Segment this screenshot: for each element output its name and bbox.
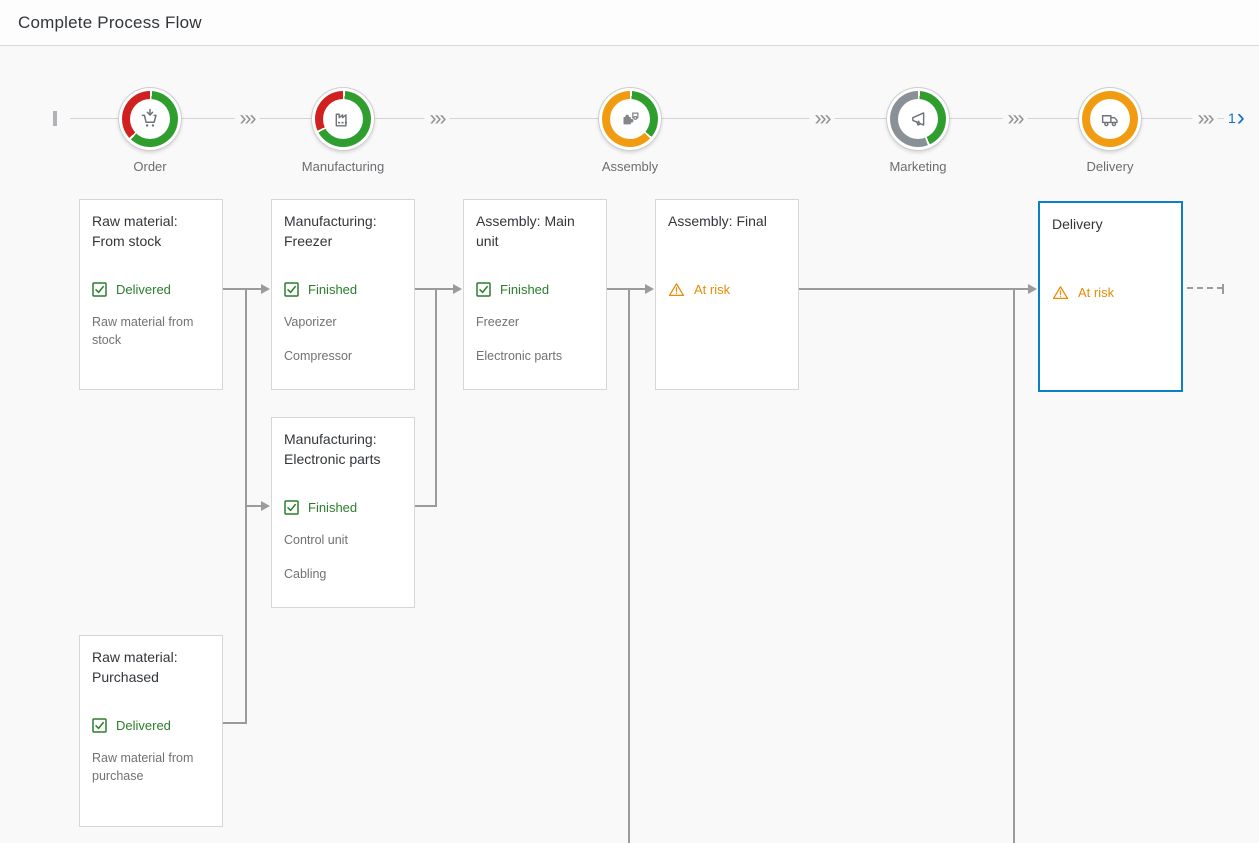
lane-separator-icon: ››› [424, 105, 450, 132]
node-texts: Raw material from purchase [92, 749, 212, 801]
node-texts: Vaporizer Compressor [284, 313, 404, 381]
factory-icon [335, 113, 348, 127]
lane-status-donut [312, 88, 374, 150]
connector-line [415, 505, 437, 507]
truck-icon [1101, 115, 1118, 127]
node-text: Electronic parts [476, 349, 563, 364]
node-text: Raw material from purchase [92, 751, 194, 784]
node-raw-material-purchased[interactable]: Raw material: Purchased Delivered Raw ma… [79, 635, 223, 827]
connector-line [246, 505, 262, 507]
node-status: Delivered [92, 718, 171, 733]
connector-line [415, 288, 454, 290]
lane-separator-icon: ››› [809, 105, 835, 132]
connector-arrow-icon [645, 284, 654, 294]
lane-label-order: Order [133, 159, 167, 174]
lane-separator-icon: ››› [1002, 105, 1028, 132]
connector-arrow-icon [261, 284, 270, 294]
node-manufacturing-electronic-parts[interactable]: Manufacturing: Electronic parts Finished… [271, 417, 415, 608]
node-text: Raw material from stock [92, 315, 194, 348]
lane-label-delivery: Delivery [1086, 159, 1134, 174]
cart-icon [141, 108, 157, 127]
lane-separator-icon: ››› [234, 105, 260, 132]
checkbox-checked-icon [284, 282, 299, 297]
node-title: Assembly: Main unit [476, 213, 575, 249]
page-title: Complete Process Flow [18, 12, 202, 32]
lane-label-manufacturing: Manufacturing [301, 159, 385, 174]
pager-count: 1 [1228, 110, 1236, 126]
lane-status-donut [119, 88, 181, 150]
node-delivery[interactable]: Delivery At risk [1038, 201, 1183, 392]
connector-dashed-line [1187, 287, 1223, 289]
status-label: Finished [308, 500, 358, 515]
node-text: Cabling [284, 567, 327, 582]
puzzle-icon [623, 112, 639, 125]
status-label: At risk [1078, 285, 1115, 300]
status-label: At risk [694, 282, 731, 297]
node-title: Manufacturing: Electronic parts [284, 431, 381, 467]
lane-status-donut [599, 88, 661, 150]
status-label: Finished [500, 282, 550, 297]
lane-header-order[interactable]: Order [80, 88, 220, 174]
node-title: Raw material: From stock [92, 213, 178, 249]
node-texts: Control unit Cabling [284, 531, 404, 599]
lane-status-donut [1079, 88, 1141, 150]
node-texts: Raw material from stock [92, 313, 212, 365]
connector-end-tick [1222, 284, 1224, 294]
lane-status-donut [887, 88, 949, 150]
node-text: Compressor [284, 349, 353, 364]
node-title: Assembly: Final [668, 213, 767, 229]
node-status: Finished [284, 500, 357, 515]
checkbox-checked-icon [284, 500, 299, 515]
node-raw-material-from-stock[interactable]: Raw material: From stock Delivered Raw m… [79, 199, 223, 390]
node-status: Finished [284, 282, 357, 297]
connector-line [1013, 288, 1015, 843]
node-status: Finished [476, 282, 549, 297]
connector-arrow-icon [1028, 284, 1037, 294]
node-text: Control unit [284, 533, 348, 547]
warning-icon [668, 283, 685, 297]
node-title: Raw material: Purchased [92, 649, 178, 685]
checkbox-checked-icon [92, 718, 107, 733]
connector-arrow-icon [261, 501, 270, 511]
node-status: Delivered [92, 282, 171, 297]
node-status: At risk [1052, 285, 1114, 300]
connector-line [628, 288, 630, 843]
node-title: Delivery [1052, 216, 1103, 232]
checkbox-checked-icon [476, 282, 491, 297]
lane-header-delivery[interactable]: Delivery [1040, 88, 1180, 174]
node-texts: Freezer Electronic parts [476, 313, 596, 381]
node-status: At risk [668, 282, 730, 297]
status-label: Finished [308, 282, 358, 297]
node-assembly-final[interactable]: Assembly: Final At risk [655, 199, 799, 390]
lane-separator-icon: ››› [1192, 105, 1218, 132]
connector-line [799, 288, 1029, 290]
lane-header-marketing[interactable]: Marketing [848, 88, 988, 174]
lane-label-assembly: Assembly [601, 159, 659, 174]
process-start-marker [53, 111, 57, 126]
chevron-right-icon: › [1236, 104, 1245, 131]
lane-header-assembly[interactable]: Assembly [560, 88, 700, 174]
status-label: Delivered [116, 282, 171, 297]
lane-header-manufacturing[interactable]: Manufacturing [273, 88, 413, 174]
node-text: Freezer [476, 315, 520, 329]
connector-line [223, 288, 262, 290]
connector-line [435, 288, 437, 507]
connector-line [223, 722, 247, 724]
warning-icon [1052, 286, 1069, 300]
node-title: Manufacturing: Freezer [284, 213, 377, 249]
node-text: Vaporizer [284, 315, 337, 329]
lane-label-marketing: Marketing [889, 159, 947, 174]
node-assembly-main-unit[interactable]: Assembly: Main unit Finished Freezer Ele… [463, 199, 607, 390]
status-label: Delivered [116, 718, 171, 733]
connector-arrow-icon [453, 284, 462, 294]
connector-line [607, 288, 646, 290]
title-bar: Complete Process Flow [0, 0, 1259, 46]
checkbox-checked-icon [92, 282, 107, 297]
megaphone-icon [912, 112, 925, 126]
node-manufacturing-freezer[interactable]: Manufacturing: Freezer Finished Vaporize… [271, 199, 415, 390]
scroll-right-pager[interactable]: 1 › [1228, 104, 1245, 132]
